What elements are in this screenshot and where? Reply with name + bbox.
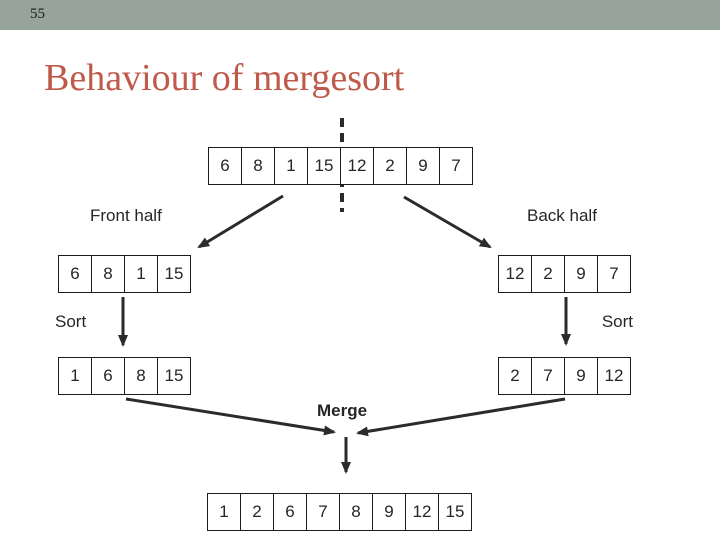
array-cell: 15 xyxy=(157,255,191,293)
array-cell: 8 xyxy=(124,357,158,395)
array-cell: 12 xyxy=(498,255,532,293)
array-cell: 2 xyxy=(240,493,274,531)
sort-label-right: Sort xyxy=(601,312,633,331)
array-cell: 8 xyxy=(339,493,373,531)
array-cell: 2 xyxy=(531,255,565,293)
merge-arrow-left xyxy=(125,397,336,436)
array-cell: 9 xyxy=(564,357,598,395)
array-cell: 15 xyxy=(157,357,191,395)
array-cell: 6 xyxy=(273,493,307,531)
array-cell: 6 xyxy=(91,357,125,395)
array-cell: 7 xyxy=(306,493,340,531)
back-half-label: Back half xyxy=(527,206,597,225)
front-half-label: Front half xyxy=(90,206,162,225)
array-cell: 1 xyxy=(124,255,158,293)
array-cell: 1 xyxy=(207,493,241,531)
array-cell: 12 xyxy=(340,147,374,185)
array-cell: 8 xyxy=(241,147,275,185)
array-cell: 15 xyxy=(307,147,341,185)
array-cell: 1 xyxy=(274,147,308,185)
sort-label-left: Sort xyxy=(55,312,87,331)
array-cell: 12 xyxy=(405,493,439,531)
merge-label: Merge xyxy=(317,401,368,420)
array-cell: 2 xyxy=(373,147,407,185)
array-cell: 6 xyxy=(58,255,92,293)
array-cell: 7 xyxy=(531,357,565,395)
array-cell: 7 xyxy=(597,255,631,293)
array-cell: 15 xyxy=(438,493,472,531)
array-cell: 9 xyxy=(406,147,440,185)
array-cell: 1 xyxy=(58,357,92,395)
array-cell: 6 xyxy=(208,147,242,185)
array-cell: 9 xyxy=(372,493,406,531)
array-cell: 8 xyxy=(91,255,125,293)
split-arrow-right xyxy=(403,195,492,249)
array-cell: 7 xyxy=(439,147,473,185)
array-cell: 12 xyxy=(597,357,631,395)
merge-arrow-right xyxy=(356,397,566,437)
slide-number-bar xyxy=(0,0,720,30)
page-title: Behaviour of mergesort xyxy=(44,57,405,99)
split-arrow-left xyxy=(197,194,284,249)
array-cell: 2 xyxy=(498,357,532,395)
page-number: 55 xyxy=(30,6,45,22)
array-cell: 9 xyxy=(564,255,598,293)
